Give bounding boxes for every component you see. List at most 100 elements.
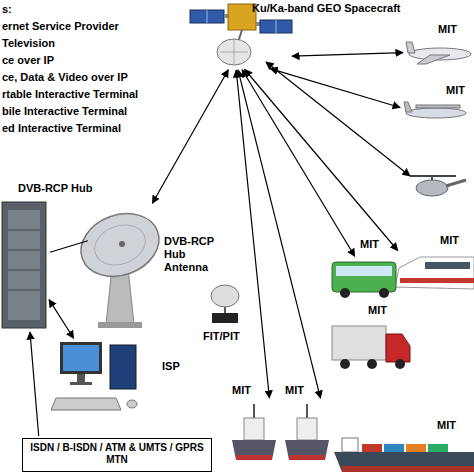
superstructure (244, 418, 264, 440)
hub-node: DVB-RCP Hub (0, 200, 48, 330)
node-label: MIT (360, 238, 379, 251)
ship-icon (232, 404, 276, 460)
hull (334, 452, 474, 472)
antenna-base (98, 322, 142, 328)
node-label: ISDN / B-ISDN / ATM & UMTS / GPRS MTN (23, 439, 211, 469)
container (428, 444, 448, 452)
isp-node: ISP (50, 340, 150, 418)
bridge (342, 438, 358, 452)
bus-windows (336, 266, 392, 276)
monitor-stand (77, 374, 85, 382)
mast (306, 404, 308, 418)
superstructure (297, 418, 317, 440)
bus-body (332, 262, 396, 292)
acronym-text: bile Interactive Terminal (2, 105, 127, 118)
drone-tail (404, 102, 412, 112)
acronym-text: Television (2, 37, 55, 50)
link-arrow (292, 53, 403, 57)
mouse (127, 400, 137, 408)
hull-bottom (236, 455, 272, 460)
terminal-box (212, 313, 238, 323)
satellite-node: Ku/Ka-band GEO Spacecraft (195, 0, 290, 68)
acronym-text: ce over IP (2, 54, 54, 67)
truck-cab (386, 334, 410, 362)
train-icon (395, 257, 474, 289)
computer-icon (51, 342, 137, 410)
node-label: ISP (162, 360, 180, 373)
solar-panel (190, 10, 224, 23)
hull (232, 440, 276, 460)
node-label: MIT (285, 384, 304, 397)
truck-node: MIT (332, 322, 410, 372)
dish-feed (119, 241, 125, 247)
rack-slot (8, 290, 40, 291)
container (384, 444, 404, 452)
screen (63, 345, 99, 371)
node-label: MIT (368, 304, 387, 317)
drone-wing (416, 105, 460, 108)
node-label: DVB-RCP Hub (18, 182, 92, 195)
heli-body (416, 180, 448, 196)
link-arrow (242, 70, 355, 257)
satellite-body (228, 4, 256, 30)
airplane-icon (406, 42, 471, 64)
acronym-text: rtable Interactive Terminal (2, 88, 138, 101)
hub-antenna-icon (72, 203, 168, 328)
hull-bottom (289, 455, 325, 460)
dish-ring (89, 218, 151, 271)
hub-rack-icon (2, 202, 46, 328)
node-label: MIT (437, 419, 456, 432)
ship-node: MIT (285, 400, 329, 462)
link-arrow (30, 332, 39, 436)
wheel (367, 359, 377, 369)
hull (285, 440, 329, 460)
container (406, 444, 426, 452)
drone-node: MIT (402, 100, 470, 124)
rack-panel (8, 210, 40, 320)
panel-boom (224, 14, 228, 18)
hull-bottom (342, 466, 474, 472)
terminal-dish-icon (211, 285, 239, 323)
train-body (395, 257, 474, 289)
drone-body (406, 108, 466, 118)
node-label: DVB-RCP Hub Antenna (164, 235, 220, 274)
wing (417, 55, 450, 64)
satellite-dish (217, 39, 251, 65)
ship-node: MIT (232, 400, 276, 462)
dish-grid (234, 40, 235, 64)
drone-icon (404, 102, 466, 118)
antenna-dish (72, 203, 168, 287)
link-arrow (49, 300, 74, 339)
link-arrow (238, 70, 321, 398)
link-arrow (236, 70, 269, 398)
node-label: Ku/Ka-band GEO Spacecraft (252, 2, 401, 15)
truck-icon (332, 326, 410, 369)
helicopter-link (266, 62, 410, 176)
monitor (60, 342, 102, 374)
hub-antenna-node: DVB-RCP Hub Antenna (80, 205, 162, 300)
mast (253, 404, 255, 418)
rack-slot (8, 230, 40, 231)
panel-grid (276, 20, 277, 33)
panel-boom (256, 22, 260, 26)
network-box: ISDN / B-ISDN / ATM & UMTS / GPRS MTN (22, 438, 212, 472)
node-label: FIT/PIT (203, 330, 240, 343)
keyboard (51, 398, 121, 410)
acronym-text: ce, Data & Video over IP (2, 71, 128, 84)
airplane-node: MIT (405, 40, 471, 64)
rack-slot (8, 250, 40, 251)
trailer (332, 326, 386, 360)
train-node: MIT (395, 252, 474, 290)
wheel (340, 288, 350, 298)
node-label: MIT (440, 234, 459, 247)
link-arrow (152, 70, 228, 204)
helicopter-icon (410, 176, 466, 196)
tail (406, 42, 415, 53)
link-arrow (50, 241, 88, 252)
wheel (395, 359, 405, 369)
monitor-foot (70, 382, 92, 385)
train-stripe (400, 278, 474, 283)
heli-mast (431, 176, 433, 180)
node-label: MIT (446, 84, 465, 97)
ship-icon (285, 404, 329, 460)
